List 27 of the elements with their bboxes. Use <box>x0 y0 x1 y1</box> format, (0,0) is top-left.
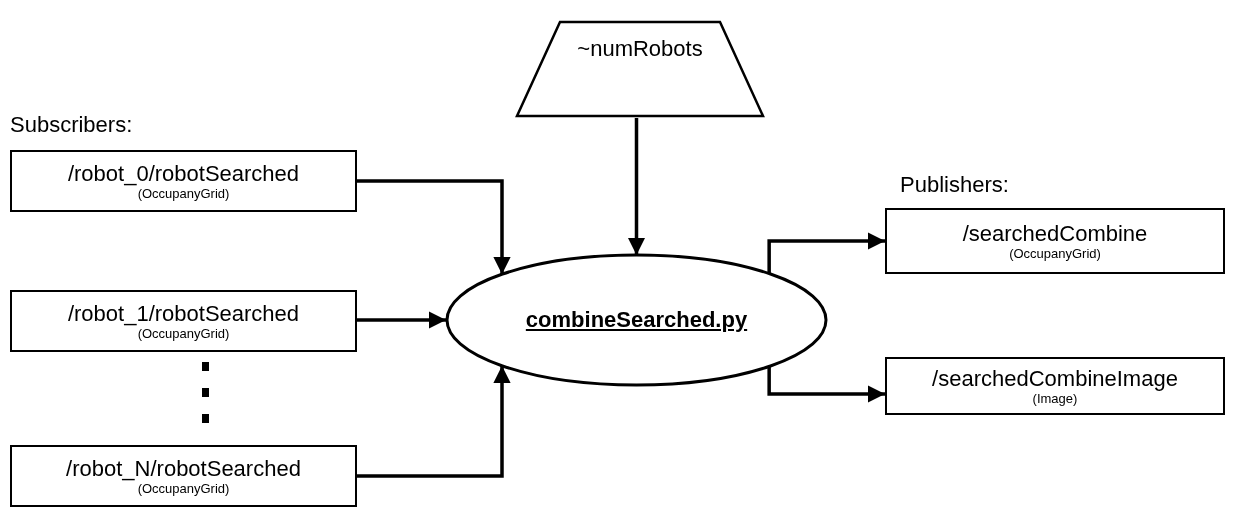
topic-box <box>10 445 357 507</box>
message-type: (OccupanyGrid) <box>1009 245 1101 262</box>
arrow <box>767 366 885 403</box>
message-type: (OccupanyGrid) <box>137 480 230 497</box>
topic-box <box>885 208 1225 274</box>
message-type: (OccupanyGrid) <box>137 325 230 342</box>
message-type: (OccupanyGrid) <box>137 185 230 202</box>
topic-name: /searchedCombine <box>962 220 1148 246</box>
section-label: Subscribers: <box>10 112 133 138</box>
message-type: (Image) <box>1032 390 1078 407</box>
topic-name: /robot_0/robotSearched <box>67 160 300 186</box>
section-label: Publishers: <box>900 172 1009 198</box>
topic-name: /robot_1/robotSearched <box>67 300 300 326</box>
topic-box <box>885 357 1225 415</box>
topic-name: /searchedCombineImage <box>932 365 1178 391</box>
node-name: combineSearched.py <box>525 307 748 333</box>
node-ellipse <box>445 253 828 387</box>
topic-box <box>10 150 357 212</box>
arrow <box>357 311 446 329</box>
parameter-name: ~numRobots <box>577 36 703 62</box>
parameter-trapezoid <box>515 20 765 118</box>
topic-box <box>10 290 357 352</box>
arrow <box>357 179 511 275</box>
arrow <box>767 232 885 274</box>
arrow <box>357 365 511 478</box>
topic-name: /robot_N/robotSearched <box>66 455 301 481</box>
arrow <box>627 118 646 255</box>
